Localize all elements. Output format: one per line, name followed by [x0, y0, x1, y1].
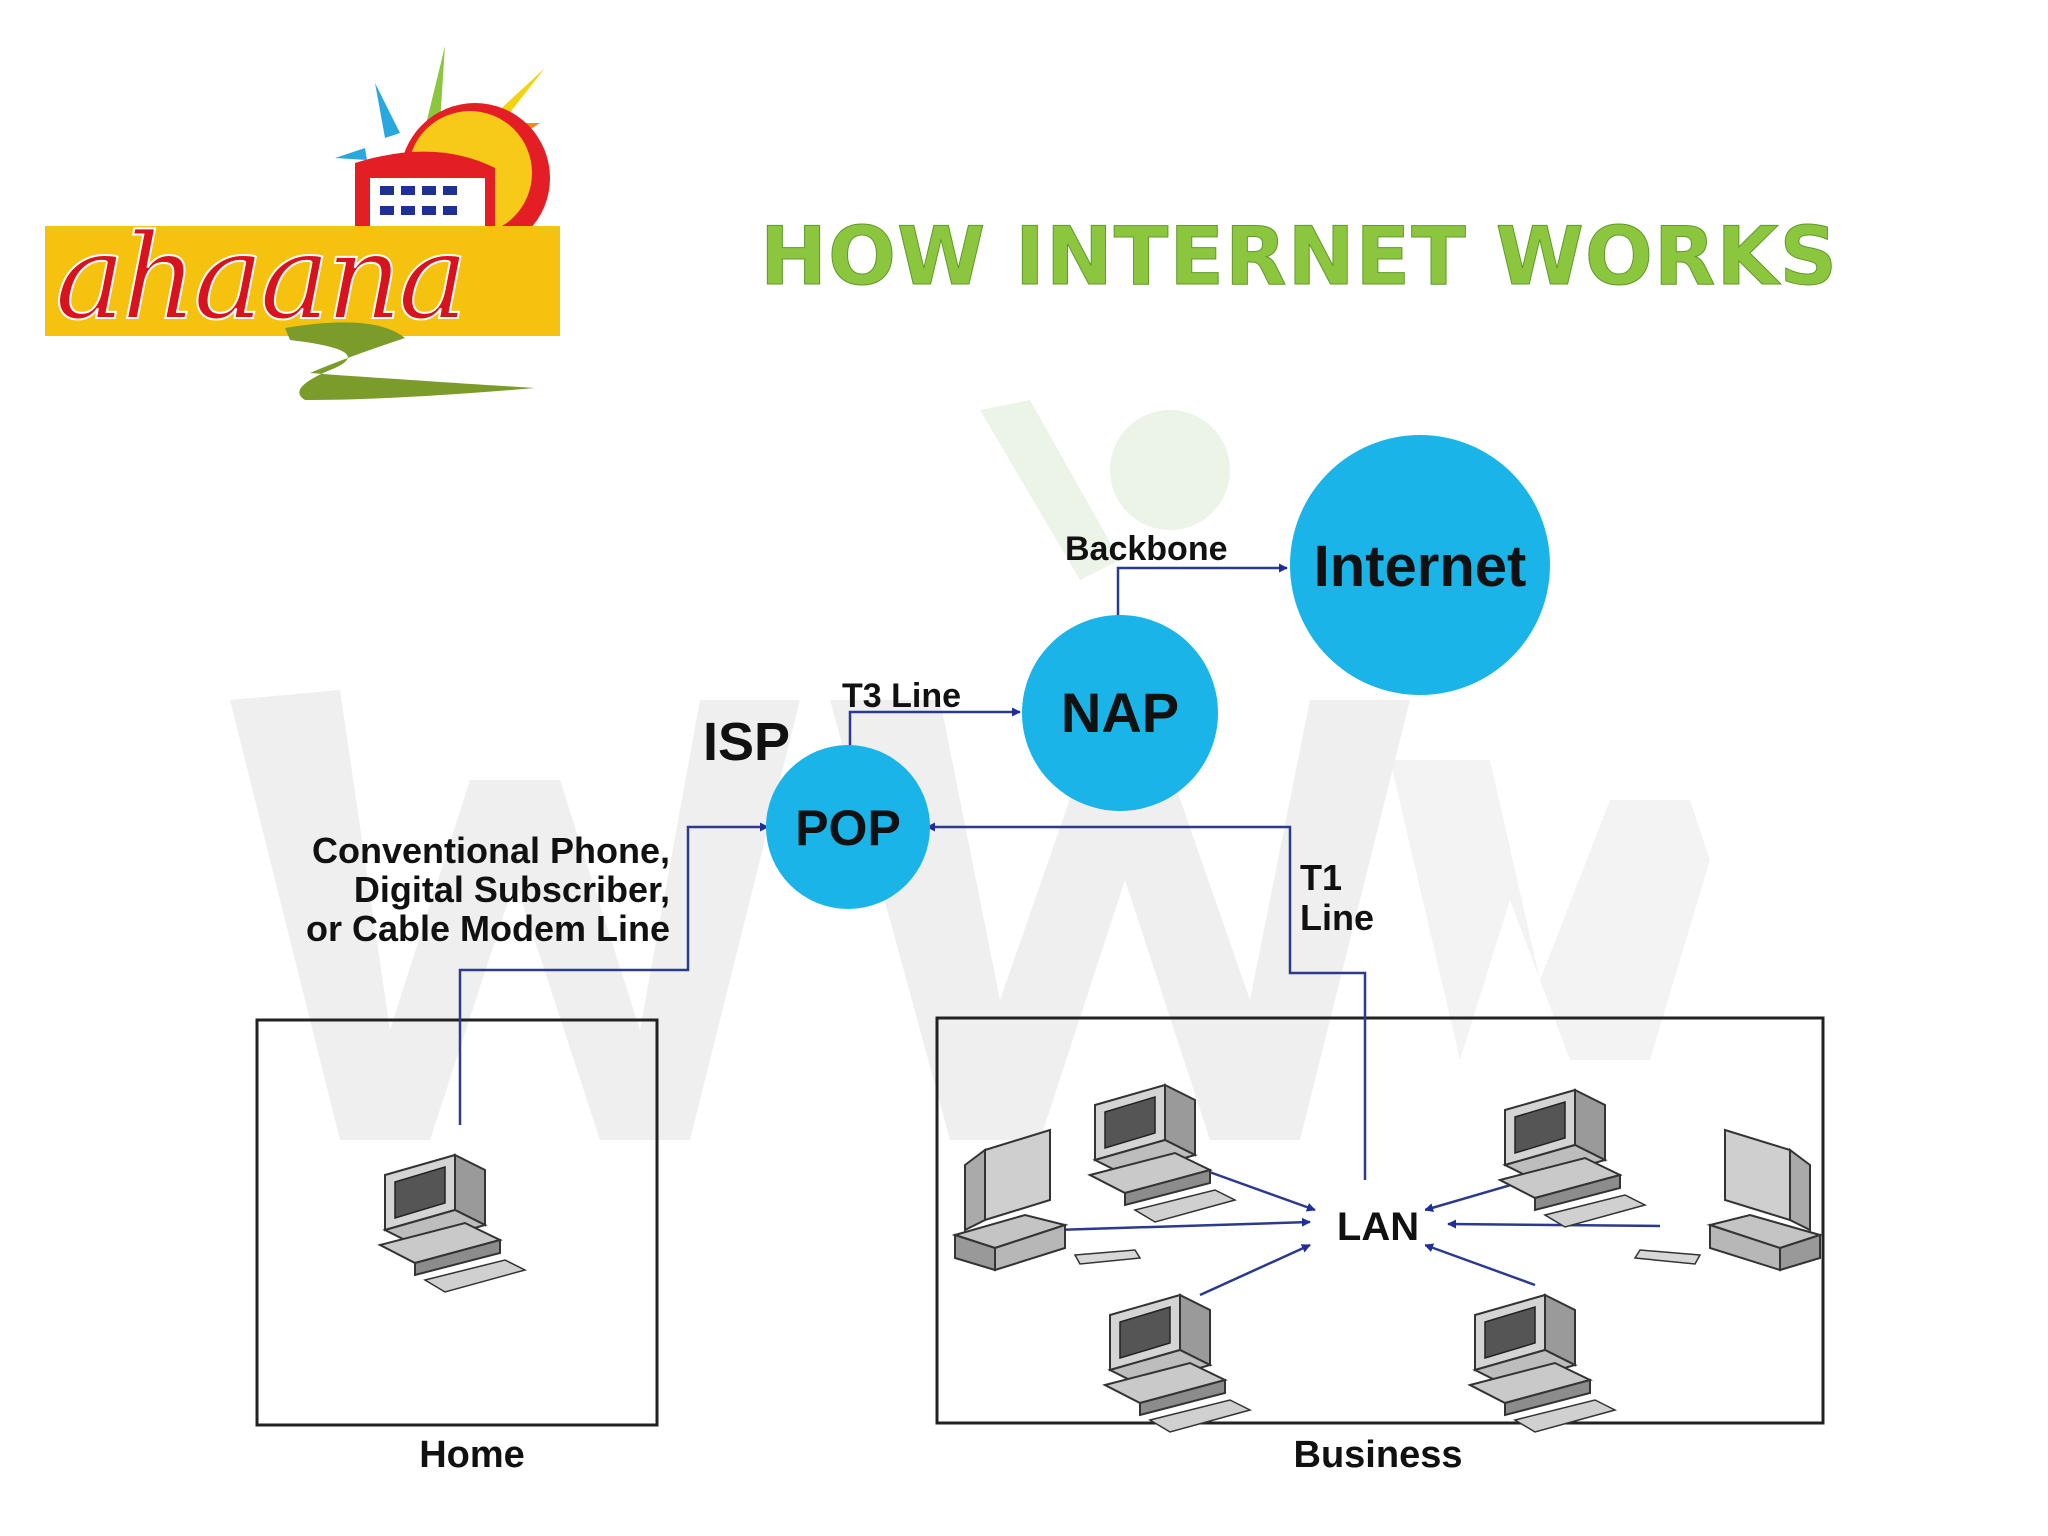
business-box [935, 1016, 1825, 1425]
home-computer-icon [379, 1154, 526, 1293]
page-title: HOW INTERNET WORKS [759, 210, 1839, 304]
isp-label: ISP [703, 712, 790, 772]
home-line-label-3: or Cable Modem Line [306, 908, 670, 949]
business-computer-icon [1499, 1089, 1646, 1228]
backbone-label: Backbone [1065, 530, 1228, 568]
internet-node: Internet [1290, 435, 1550, 695]
internet-diagram: Internet NAP POP ISP Backbone T3 Line T1… [230, 400, 1825, 1476]
home-caption: Home [419, 1434, 525, 1476]
business-computer-icon [1634, 1129, 1821, 1271]
business-computer-icon [1104, 1294, 1251, 1433]
t3-line-label: T3 Line [842, 677, 961, 715]
pop-node: POP [766, 745, 930, 909]
t1-line-label-1: T1 [1300, 857, 1342, 898]
svg-text:POP: POP [795, 800, 901, 856]
home-box [255, 1018, 659, 1427]
t1-line-label-2: Line [1300, 897, 1374, 938]
lan-label: LAN [1337, 1205, 1419, 1249]
ahaana-logo: ahaana [45, 46, 560, 400]
svg-text:Internet: Internet [1314, 534, 1527, 599]
business-caption: Business [1294, 1434, 1463, 1476]
home-line-label-1: Conventional Phone, [312, 830, 670, 871]
business-computer-icon [1469, 1294, 1616, 1433]
svg-text:NAP: NAP [1061, 681, 1179, 744]
home-line-label-2: Digital Subscriber, [354, 869, 670, 910]
logo-text: ahaana [55, 208, 464, 346]
nap-node: NAP [1022, 615, 1218, 811]
